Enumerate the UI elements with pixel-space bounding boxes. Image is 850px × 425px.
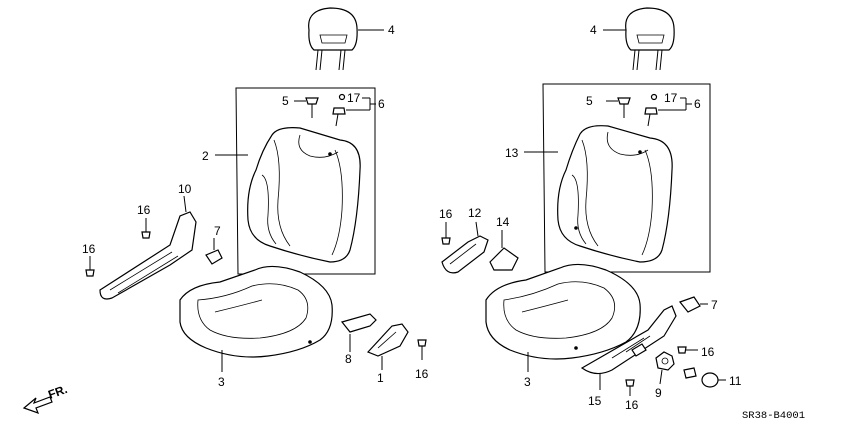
right-clip-b-callout: 16	[701, 345, 715, 359]
left-bracket	[340, 313, 377, 352]
right-backrest-group-box	[542, 83, 711, 273]
right-height-adjust-cover	[580, 305, 677, 390]
front-direction-label: FR.	[46, 382, 69, 402]
left-bracket-callout: 8	[345, 352, 352, 366]
right-height-cover-callout: 15	[588, 394, 602, 408]
right-clip-c	[625, 379, 635, 396]
right-knob-callout: 7	[711, 298, 718, 312]
left-bolt-17	[332, 93, 376, 127]
right-cap-callout: 11	[729, 374, 742, 388]
right-lever-cover-callout: 14	[496, 215, 510, 229]
left-bolt-group-callout: 6	[378, 97, 385, 111]
left-upper-bolt	[294, 97, 319, 118]
left-knob-callout: 7	[214, 224, 221, 238]
right-upper-bolt-callout: 5	[586, 94, 593, 108]
right-clip-a	[441, 222, 451, 245]
right-recliner-callout: 12	[468, 206, 482, 220]
right-backrest-cover	[524, 125, 673, 263]
right-height-lever	[655, 351, 675, 385]
left-headrest	[308, 7, 384, 71]
left-recline-knob	[205, 238, 223, 265]
right-cap	[683, 367, 726, 388]
diagram-code: SR38-B4001	[742, 410, 805, 422]
left-clip-a-callout: 16	[137, 203, 151, 217]
left-headrest-callout: 4	[388, 23, 395, 37]
front-direction-arrow: FR.	[22, 382, 69, 415]
left-clip-b	[85, 256, 95, 277]
right-clip-c-callout: 16	[625, 398, 639, 412]
right-bolt-group-callout: 6	[694, 97, 701, 111]
left-side-cover	[366, 323, 409, 370]
left-bolt-17-callout: 17	[347, 91, 361, 105]
left-seat-cushion	[179, 265, 333, 372]
left-side-cover-callout: 1	[377, 371, 384, 385]
right-headrest	[603, 7, 675, 71]
right-recline-knob	[679, 296, 708, 313]
left-clip-c-callout: 16	[415, 367, 429, 381]
right-upper-bolt	[606, 97, 631, 118]
right-cushion-callout: 3	[524, 375, 531, 389]
left-backrest-callout: 2	[202, 149, 209, 163]
left-seat-assembly: 4 5 17 6 2	[82, 7, 429, 389]
left-clip-a	[141, 218, 151, 239]
left-clip-c	[417, 339, 427, 360]
right-bolt-17	[644, 93, 692, 127]
left-recliner-cover	[99, 195, 197, 300]
right-seat-assembly: 4 5 17 6 13	[439, 7, 742, 412]
right-clip-a-callout: 16	[439, 207, 453, 221]
right-headrest-callout: 4	[590, 23, 597, 37]
left-clip-b-callout: 16	[82, 242, 96, 256]
left-backrest-group-box	[235, 87, 376, 275]
right-lever-callout: 9	[655, 386, 662, 400]
right-recliner-cover	[441, 221, 489, 274]
left-cushion-callout: 3	[218, 375, 225, 389]
right-backrest-callout: 13	[505, 146, 519, 160]
right-clip-b	[677, 346, 698, 354]
right-bolt-17-callout: 17	[664, 91, 678, 105]
right-lever-cover	[489, 230, 519, 271]
left-backrest-cover	[215, 127, 361, 263]
left-recliner-callout: 10	[178, 182, 192, 196]
left-upper-bolt-callout: 5	[282, 94, 289, 108]
right-seat-cushion	[485, 263, 641, 372]
